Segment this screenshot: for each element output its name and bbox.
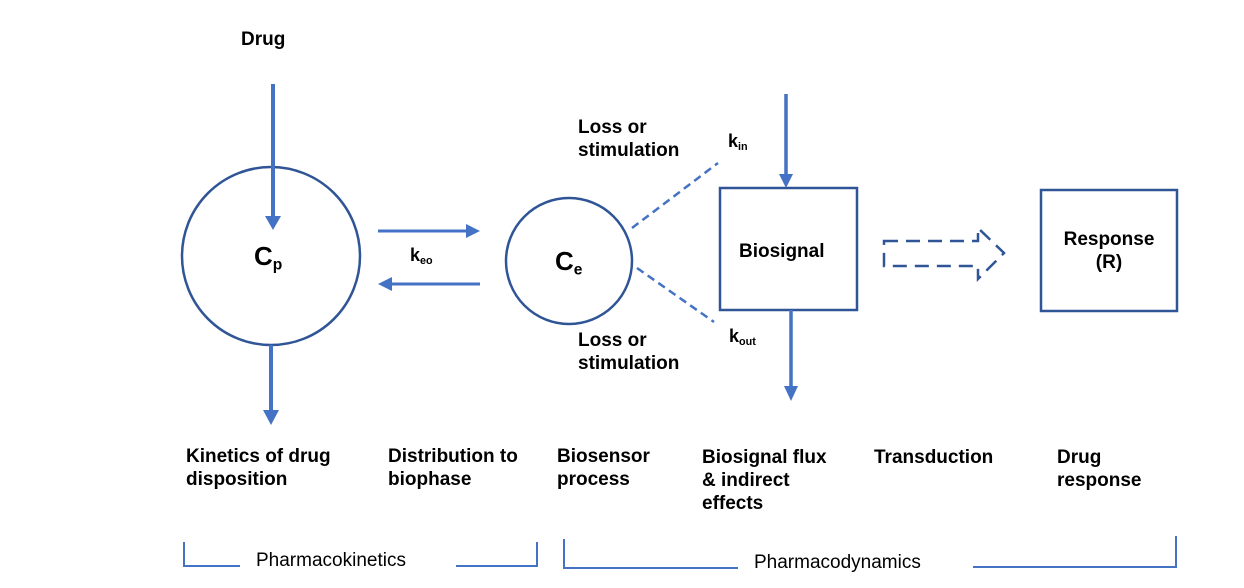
loss-stimulation-dashed-top [631, 162, 719, 229]
cp-subscript: p [272, 256, 283, 274]
kin-arrow [779, 94, 793, 188]
stage-line: disposition [186, 469, 288, 490]
cp-label: Cp [254, 241, 282, 275]
kin-main: k [728, 131, 739, 151]
response-label: Response (R) [1041, 228, 1177, 274]
stage-line: Transduction [874, 447, 994, 468]
stage-line: Biosensor [557, 446, 650, 467]
stage-line: response [1057, 470, 1142, 491]
stage-line: & indirect [702, 470, 790, 491]
transduction-dashed-arrow [882, 225, 1006, 283]
drug-input-label: Drug [241, 29, 286, 50]
stage-transduction: Transduction [874, 446, 993, 469]
pharmacokinetics-label: Pharmacokinetics [256, 550, 406, 571]
cp-main: C [254, 241, 273, 271]
stage-drug-response: Drug response [1057, 446, 1141, 492]
ce-compartment-circle [504, 196, 634, 326]
pharmacokinetics-bracket [183, 542, 538, 567]
loss-stimulation-bottom-label: Loss or stimulation [578, 329, 679, 375]
keo-main: k [410, 245, 421, 265]
stage-line: effects [702, 493, 764, 514]
kout-main: k [729, 326, 740, 346]
pharmacodynamics-label: Pharmacodynamics [754, 552, 921, 573]
kout-subscript: out [739, 336, 756, 349]
distribution-backward-arrow [378, 277, 480, 291]
kin-label: kin [728, 131, 748, 153]
loss-stimulation-top-label: Loss or stimulation [578, 116, 679, 162]
elimination-arrow [263, 345, 279, 425]
kin-subscript: in [738, 141, 748, 154]
distribution-forward-arrow [378, 224, 480, 238]
pharmacodynamics-bracket [563, 536, 1177, 569]
stage-line: Drug [1057, 447, 1102, 468]
stage-biosensor: Biosensor process [557, 445, 650, 491]
keo-label: keo [410, 245, 433, 267]
kout-label: kout [729, 326, 756, 348]
stage-line: biophase [388, 469, 472, 490]
response-box [1039, 188, 1179, 313]
response-line-2: (R) [1095, 252, 1123, 273]
loss-top-line-2: stimulation [578, 140, 680, 161]
kout-arrow [784, 310, 798, 401]
response-line-1: Response [1063, 229, 1155, 250]
biosignal-box [718, 186, 859, 312]
ce-label: Ce [555, 246, 582, 280]
loss-top-line-1: Loss or [578, 117, 647, 138]
ce-main: C [555, 246, 574, 276]
keo-subscript: eo [420, 255, 433, 268]
drug-input-arrow [265, 84, 281, 230]
loss-bottom-line-2: stimulation [578, 353, 680, 374]
ce-subscript: e [573, 261, 583, 279]
stage-line: Biosignal flux [702, 447, 827, 468]
stage-line: process [557, 469, 630, 490]
stage-distribution: Distribution to biophase [388, 445, 518, 491]
stage-biosignal-flux: Biosignal flux & indirect effects [702, 446, 827, 515]
stage-line: Distribution to [388, 446, 518, 467]
loss-bottom-line-1: Loss or [578, 330, 647, 351]
stage-line: Kinetics of drug [186, 446, 331, 467]
biosignal-label: Biosignal [739, 241, 825, 262]
loss-stimulation-dashed-bottom [636, 266, 715, 324]
stage-kinetics: Kinetics of drug disposition [186, 445, 331, 491]
